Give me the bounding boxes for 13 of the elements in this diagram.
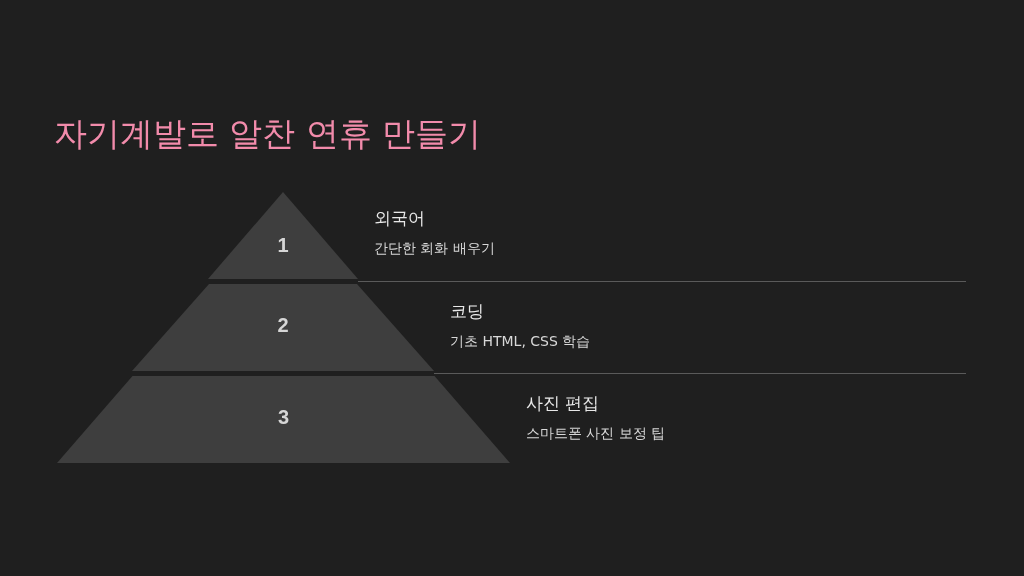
layer-description: 스마트폰 사진 보정 팁 — [526, 425, 666, 443]
layer-description: 간단한 회화 배우기 — [374, 240, 495, 258]
layer-number: 3 — [277, 406, 290, 429]
layer-heading: 사진 편집 — [526, 392, 600, 415]
layer-number: 2 — [277, 314, 289, 337]
pyramid-layer — [132, 284, 434, 371]
pyramid-layer — [208, 192, 358, 279]
layer-heading: 외국어 — [374, 207, 425, 230]
layer-number: 1 — [277, 234, 289, 257]
pyramid-layer — [57, 376, 510, 463]
layer-heading: 코딩 — [450, 300, 484, 323]
title: 자기계발로 알찬 연휴 만들기 — [54, 113, 482, 155]
layer-description: 기초 HTML, CSS 학습 — [450, 333, 591, 351]
